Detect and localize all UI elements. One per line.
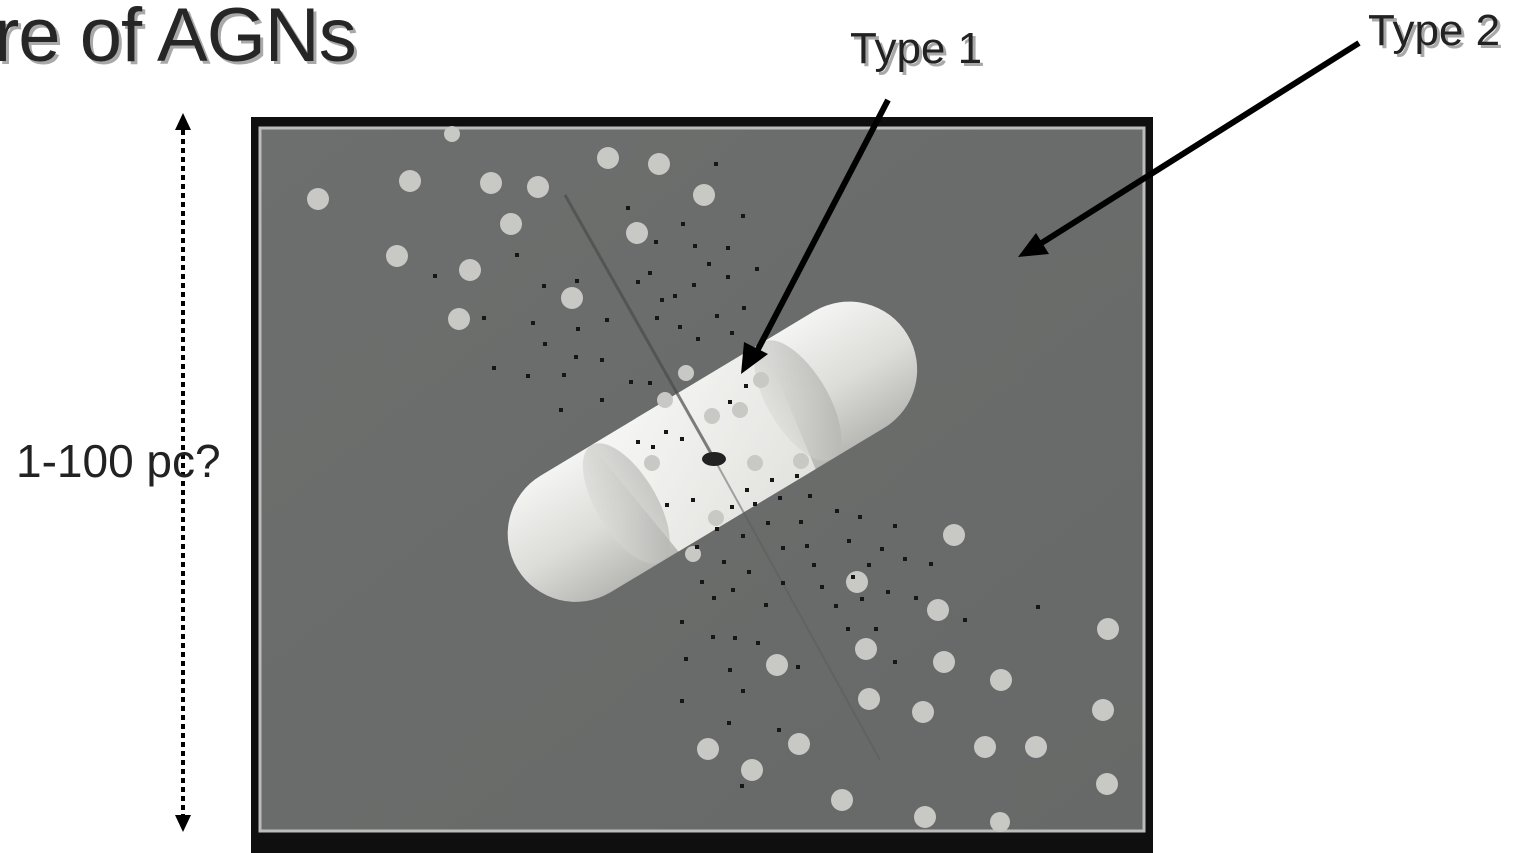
scale-label: 1-100 pc?	[16, 434, 221, 488]
